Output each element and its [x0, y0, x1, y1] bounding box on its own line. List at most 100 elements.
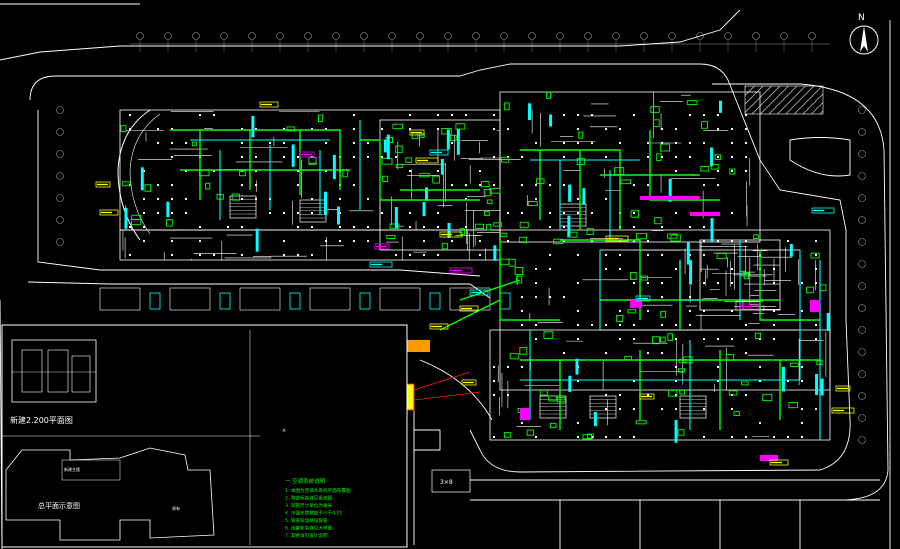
- road-edge: [0, 3, 741, 61]
- air-terminal: [392, 123, 403, 130]
- column: [479, 254, 481, 256]
- column: [745, 142, 747, 144]
- column: [689, 142, 691, 144]
- column: [619, 408, 621, 410]
- column: [745, 338, 747, 340]
- air-terminal: [806, 286, 815, 294]
- column: [731, 170, 733, 172]
- bay: [99, 287, 141, 311]
- column: [731, 408, 733, 410]
- column: [759, 338, 761, 340]
- column: [745, 394, 747, 396]
- column: [521, 156, 523, 158]
- air-terminal: [548, 395, 557, 402]
- column: [563, 296, 565, 298]
- column: [577, 380, 579, 382]
- column: [633, 184, 635, 186]
- grid-bubble: [640, 32, 648, 40]
- air-terminal: [630, 210, 640, 218]
- annotation-tag: [605, 235, 629, 242]
- column: [535, 198, 537, 200]
- note-line: 7. 其余详见设计说明: [285, 532, 328, 539]
- column: [269, 212, 271, 214]
- column: [437, 170, 439, 172]
- column: [619, 268, 621, 270]
- air-terminal: [650, 106, 660, 113]
- riser: [668, 178, 672, 202]
- column: [199, 114, 201, 116]
- grid-bubble: [56, 216, 64, 224]
- column: [283, 212, 285, 214]
- column: [297, 170, 299, 172]
- grid-bubble: [696, 32, 704, 40]
- air-terminal: [725, 354, 735, 361]
- riser: [255, 228, 259, 252]
- annotation-tag: [831, 407, 855, 414]
- column: [577, 422, 579, 424]
- air-terminal: [553, 238, 564, 245]
- column: [773, 324, 775, 326]
- grid-bubble: [500, 32, 508, 40]
- north-arrow: N: [849, 13, 879, 55]
- column: [675, 366, 677, 368]
- column: [563, 212, 565, 214]
- column: [451, 184, 453, 186]
- column: [591, 240, 593, 242]
- column: [535, 324, 537, 326]
- equipment-unit: [810, 300, 820, 312]
- column: [647, 282, 649, 284]
- column: [731, 240, 733, 242]
- annotation-tag: [299, 151, 315, 158]
- road-edge-south: [27, 281, 491, 299]
- column: [703, 408, 705, 410]
- site-boundary: [29, 63, 851, 473]
- column: [423, 226, 425, 228]
- air-terminal: [535, 178, 545, 184]
- air-terminal: [616, 315, 624, 323]
- column: [563, 240, 565, 242]
- air-terminal: [660, 143, 670, 152]
- column: [605, 352, 607, 354]
- air-terminal: [788, 402, 799, 409]
- air-terminal: [620, 179, 632, 185]
- riser: [493, 245, 497, 261]
- column: [241, 156, 243, 158]
- annotation-tag: [429, 323, 449, 330]
- column: [815, 240, 817, 242]
- column: [619, 254, 621, 256]
- column: [591, 324, 593, 326]
- column: [619, 338, 621, 340]
- air-terminal: [741, 381, 749, 386]
- air-terminal: [677, 429, 685, 436]
- air-terminal: [483, 189, 492, 197]
- column: [731, 142, 733, 144]
- road-curve: [419, 359, 493, 421]
- column: [661, 352, 663, 354]
- column: [367, 198, 369, 200]
- air-terminal: [508, 258, 516, 267]
- column: [633, 436, 635, 438]
- building-block: [489, 329, 831, 441]
- column: [787, 380, 789, 382]
- column: [241, 184, 243, 186]
- column: [521, 310, 523, 312]
- air-terminal: [518, 236, 527, 243]
- column: [703, 338, 705, 340]
- column: [507, 394, 509, 396]
- column: [367, 226, 369, 228]
- grid-bubble: [56, 150, 64, 158]
- column: [661, 254, 663, 256]
- column: [605, 394, 607, 396]
- column: [773, 436, 775, 438]
- air-terminal: [419, 133, 425, 138]
- column: [241, 128, 243, 130]
- grid-bubble: [858, 106, 866, 114]
- air-terminal: [660, 310, 666, 318]
- column: [731, 310, 733, 312]
- column: [731, 212, 733, 214]
- air-terminal: [486, 223, 492, 231]
- inset-frame: 新建2.200平面图 × 新建主楼 原有 总平面示意图: [1, 324, 408, 548]
- riser: [820, 378, 824, 396]
- equipment-unit: [520, 408, 530, 420]
- keyplan-outline: [5, 447, 215, 541]
